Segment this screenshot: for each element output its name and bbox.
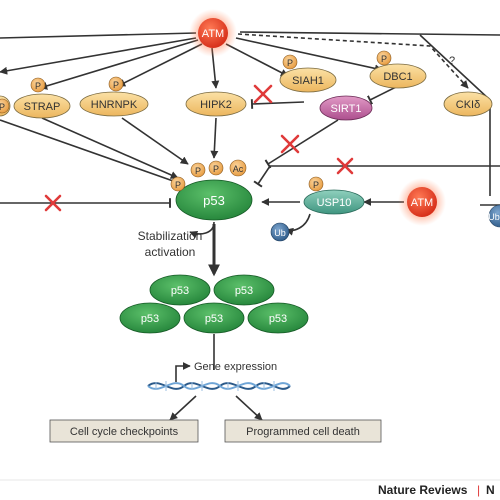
p53-phospho-1: P <box>195 166 201 176</box>
hnrnpk-node: HNRNPK P <box>79 76 149 117</box>
usp10-label: USP10 <box>317 197 352 209</box>
sirt1-label: SIRT1 <box>331 103 362 115</box>
p53-phospho-badge-2 <box>208 160 224 176</box>
atm-right-long-line <box>239 31 500 36</box>
footer-separator: | <box>477 483 480 497</box>
hnrnpk-phospho: P <box>113 80 119 90</box>
cell-death-outcome: Programmed cell death <box>224 419 382 443</box>
siah1-label: SIAH1 <box>292 75 324 87</box>
p53-tetramer-4: p53 <box>183 302 245 334</box>
dna-helix-icon <box>147 381 291 391</box>
siah1-inhibits-hipk2 <box>250 99 305 109</box>
atm-to-hnrnpk <box>117 43 203 87</box>
dbc1-inhibits-sirt1 <box>366 85 399 105</box>
p53-tetramer-4-label: p53 <box>205 313 223 325</box>
p53-phospho-2: P <box>213 164 219 174</box>
p53-tetramer-2-label: p53 <box>235 285 253 297</box>
dbc1-label: DBC1 <box>383 71 412 83</box>
sirt1-node: SIRT1 <box>319 95 373 121</box>
ub-right-label: Ub <box>488 212 500 222</box>
ckid-node: CKIδ ? <box>443 55 493 117</box>
x-mark-sirt1-p53 <box>280 134 300 154</box>
atm-to-strap <box>39 39 199 90</box>
atm-to-left-p <box>0 37 197 75</box>
left-edge-p-label: P <box>0 102 5 112</box>
ckid-label: CKIδ <box>456 99 480 111</box>
stabilization-label: Stabilization <box>138 229 203 243</box>
dbc1-node: DBC1 P <box>369 50 427 89</box>
p53-tetramer-2: p53 <box>213 274 275 306</box>
p53-tetramer-1: p53 <box>149 274 211 306</box>
p53-acetyl-badge <box>229 159 247 177</box>
atm-to-siah1 <box>225 43 289 77</box>
ub-right-hook <box>285 213 311 236</box>
p53-phospho-badge-left <box>170 176 186 192</box>
p53-tetramer-1-label: p53 <box>171 285 189 297</box>
p53-main-label: p53 <box>203 193 225 208</box>
hnrnpk-to-p53 <box>121 117 189 165</box>
ub-right-node: Ub <box>488 204 500 228</box>
p53-phospho-left: P <box>175 180 181 190</box>
footer-cut: N <box>486 483 495 497</box>
atm-top-label: ATM <box>202 28 224 40</box>
dbc1-phospho: P <box>381 54 387 64</box>
footer-journal: Nature Reviews <box>378 483 468 497</box>
p53-tetramer-3-label: p53 <box>141 313 159 325</box>
atm-right-label: ATM <box>411 197 433 209</box>
p53-tetramer-5-label: p53 <box>269 313 287 325</box>
x-mark-right-p53 <box>336 157 354 175</box>
usp10-phospho: P <box>313 180 319 190</box>
right-inhibit-into-p53 <box>253 165 500 188</box>
x-mark-left-horizontal <box>44 194 62 212</box>
arrow-to-cell-death <box>235 395 263 421</box>
strap-to-p53 <box>41 117 179 179</box>
usp10-node: USP10 P <box>303 176 365 215</box>
left-inhibit-into-p53 <box>0 119 179 187</box>
atm-to-dbc1 <box>235 37 383 73</box>
siah1-node: SIAH1 P <box>279 54 337 93</box>
cell-death-label: Programmed cell death <box>246 426 360 438</box>
p53-phospho-badge-1 <box>190 162 206 178</box>
x-mark-siah1-hipk2 <box>253 84 273 104</box>
strap-phospho: P <box>35 81 41 91</box>
p53-tetramer-3: p53 <box>119 302 181 334</box>
strap-label: STRAP <box>24 101 61 113</box>
ckid-unknown-mark: ? <box>449 55 455 67</box>
gene-expression-label: Gene expression <box>194 361 277 373</box>
cell-cycle-label: Cell cycle checkpoints <box>70 426 179 438</box>
hipk2-to-p53 <box>210 117 219 159</box>
ub-left-label: Ub <box>274 228 286 238</box>
atm-right-node: ATM <box>398 178 446 226</box>
sirt1-inhibits-p53 <box>264 119 339 169</box>
ub-left-node: Ub <box>270 222 290 242</box>
siah1-phospho: P <box>287 58 293 68</box>
arrow-to-cell-cycle <box>169 395 197 421</box>
left-edge-p-node: P <box>0 95 11 117</box>
atm-left-edge-line <box>0 32 197 39</box>
hnrnpk-label: HNRNPK <box>91 99 138 111</box>
p53-acetyl: Ac <box>233 164 244 174</box>
hipk2-label: HIPK2 <box>200 99 232 111</box>
activation-label: activation <box>145 245 196 259</box>
atm-to-ckid-dashed <box>237 33 469 89</box>
cell-cycle-outcome: Cell cycle checkpoints <box>49 419 199 443</box>
inhibition-x-marks <box>44 84 354 212</box>
p53-main-node: p53 P P P Ac <box>170 159 253 221</box>
atm-top-node: ATM <box>189 9 237 57</box>
hipk2-node: HIPK2 <box>185 91 247 117</box>
strap-node: STRAP P <box>13 77 71 119</box>
gene-expression-arrow <box>175 362 191 382</box>
p53-tetramer: p53 p53 p53 p53 p53 <box>119 274 309 334</box>
p53-tetramer-5: p53 <box>247 302 309 334</box>
